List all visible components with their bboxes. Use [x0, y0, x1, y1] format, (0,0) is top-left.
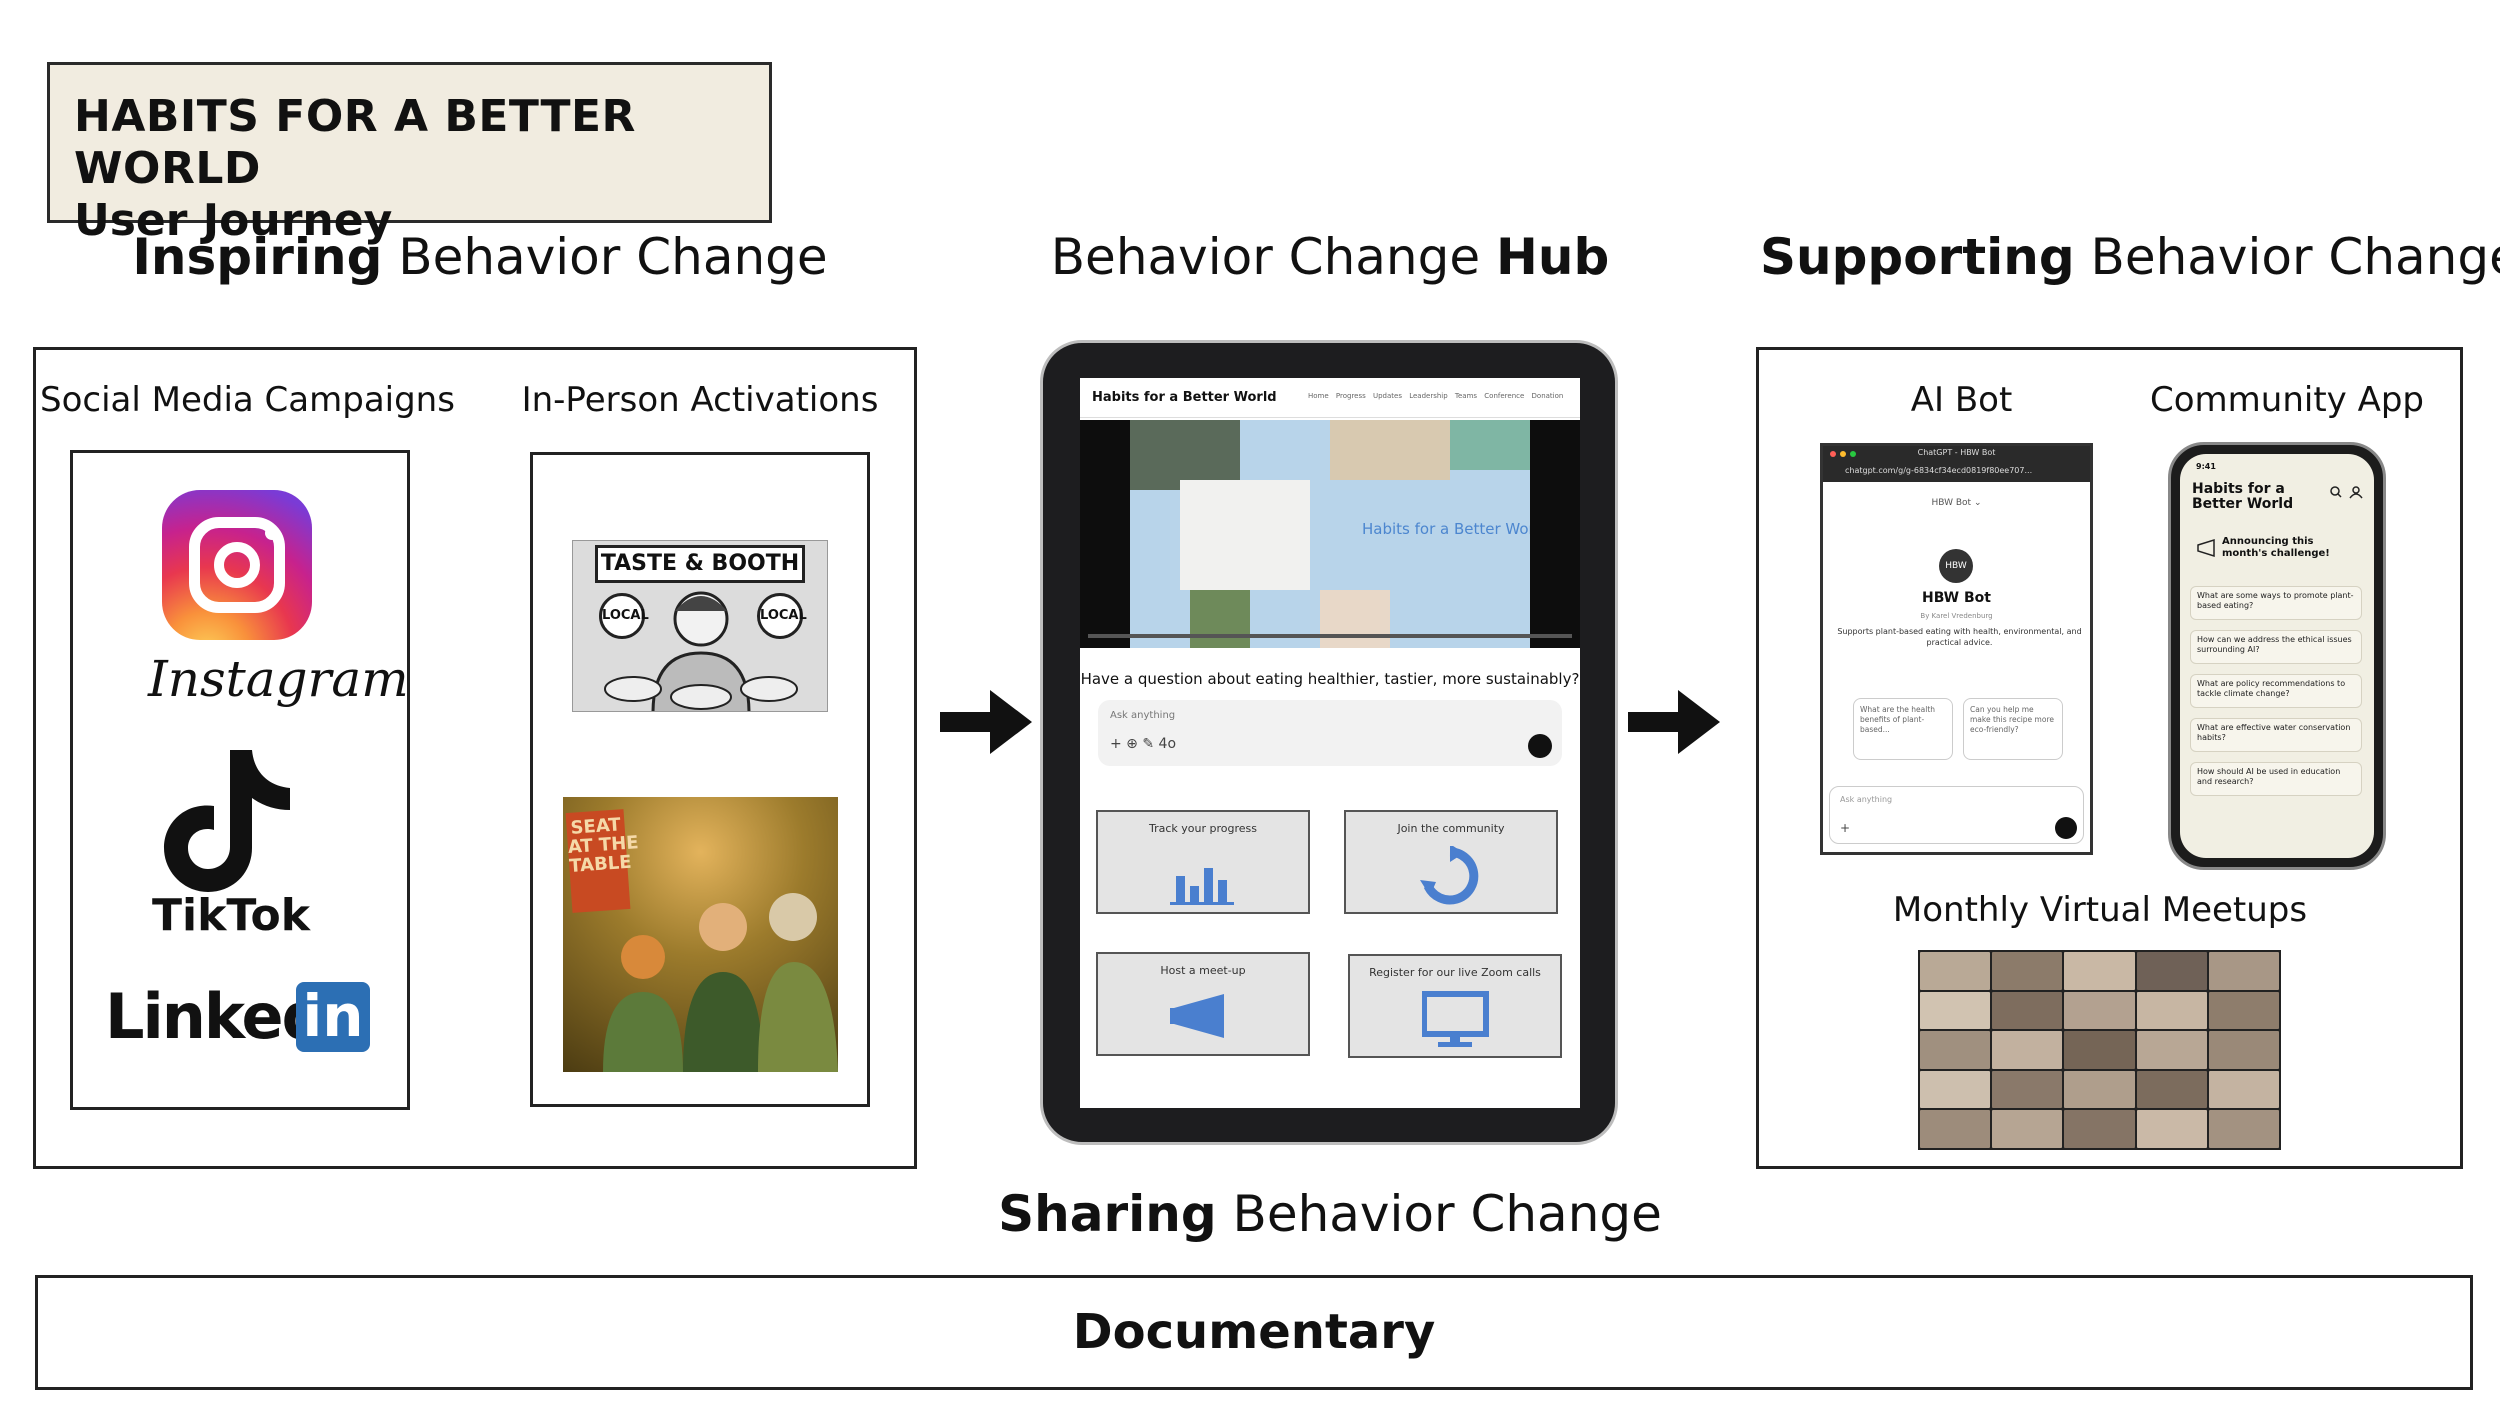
hub-heading: Behavior Change Hub — [1050, 228, 1610, 286]
hub-site-nav[interactable]: Home Progress Updates Leadership Teams C… — [1308, 392, 1564, 400]
social-media-label: Social Media Campaigns — [40, 380, 455, 420]
window-controls-icon[interactable] — [1829, 450, 1859, 458]
community-question[interactable]: What are policy recommendations to tackl… — [2190, 674, 2362, 708]
video-frame: Habits for a Better World — [1130, 420, 1530, 648]
bot-window-titlebar: ChatGPT - HBW Bot chatgpt.com/g/g-6834cf… — [1823, 446, 2090, 482]
send-icon[interactable] — [2055, 817, 2077, 839]
bot-author: By Karel Vredenburg — [1920, 612, 1993, 620]
community-question[interactable]: What are some ways to promote plant-base… — [2190, 586, 2362, 620]
inspiring-heading: Inspiring Behavior Change — [132, 228, 828, 286]
community-question[interactable]: What are effective water conservation ha… — [2190, 718, 2362, 752]
bot-url-bar[interactable]: chatgpt.com/g/g-6834cf34ecd0819f80ee707.… — [1845, 466, 2033, 475]
community-app-screen: 9:41 Habits for a Better World Announcin… — [2180, 454, 2374, 858]
bot-name: HBW Bot — [1922, 590, 1991, 606]
tiktok-wordmark: TikTok — [152, 890, 311, 941]
community-question[interactable]: How should AI be used in education and r… — [2190, 762, 2362, 796]
bot-suggestion[interactable]: Can you help me make this recipe more ec… — [1963, 698, 2063, 760]
sharing-heading: Sharing Behavior Change — [998, 1185, 1662, 1243]
booth-person-icon — [604, 591, 798, 711]
community-app-label: Community App — [2150, 380, 2425, 420]
ai-bot-label: AI Bot — [1910, 380, 2013, 420]
phone-time: 9:41 — [2196, 462, 2216, 471]
ask-tools[interactable]: + ⊕ ✎ 4o — [1110, 736, 1177, 752]
megaphone-icon — [1170, 994, 1224, 1038]
app-title: Habits for a Better World — [2192, 481, 2294, 512]
linkedin-wordmark: Linked — [105, 980, 326, 1053]
tiktok-icon[interactable] — [160, 745, 294, 895]
taste-booth-illustration: TASTE & BOOTH LOCAL LOCAL — [572, 540, 828, 712]
hub-video-player[interactable]: Habits for a Better World — [1080, 420, 1580, 648]
send-icon[interactable] — [1528, 734, 1552, 758]
bot-description: Supports plant-based eating with health,… — [1837, 627, 2082, 647]
taste-booth-sign: TASTE & BOOTH — [595, 545, 805, 583]
hub-ask-input[interactable]: Ask anything + ⊕ ✎ 4o — [1098, 700, 1562, 766]
bot-header[interactable]: HBW Bot ⌄ — [1931, 498, 1982, 508]
hub-website-screen: Habits for a Better World Home Progress … — [1080, 378, 1580, 1108]
instagram-wordmark: Instagram — [148, 650, 409, 708]
bot-avatar: HBW — [1939, 549, 1973, 583]
local-sign-left: LOCAL — [599, 593, 649, 639]
meetups-label: Monthly Virtual Meetups — [1892, 890, 2308, 930]
megaphone-icon — [2197, 538, 2215, 558]
bar-chart-icon — [1170, 868, 1234, 905]
recycle-icon — [1420, 846, 1479, 905]
card-host-meetup[interactable]: Host a meet-up — [1096, 952, 1310, 1056]
title-box: HABITS FOR A BETTER WORLD User Journey — [47, 62, 772, 246]
search-icon[interactable] — [2330, 486, 2364, 500]
instagram-icon[interactable] — [162, 490, 312, 640]
bot-suggestion[interactable]: What are the health benefits of plant-ba… — [1853, 698, 1953, 760]
video-title-text: Habits for a Better World — [1362, 520, 1530, 538]
title-line-1: HABITS FOR A BETTER WORLD — [74, 91, 636, 194]
card-join-community[interactable]: Join the community — [1344, 810, 1558, 914]
documentary-banner: Documentary — [35, 1275, 2473, 1390]
ask-placeholder: Ask anything — [1110, 710, 1176, 721]
local-sign-right: LOCAL — [757, 593, 807, 639]
hub-site-header: Habits for a Better World Home Progress … — [1080, 378, 1580, 418]
plus-icon[interactable]: + — [1840, 821, 1851, 835]
seat-at-table-illustration: SEAT AT THE TABLE — [563, 797, 838, 1072]
crowd-people-icon — [603, 893, 838, 1072]
card-track-progress[interactable]: Track your progress — [1096, 810, 1310, 914]
arrow-right-icon — [940, 690, 1032, 754]
virtual-meetup-grid — [1918, 950, 2281, 1150]
announcement[interactable]: Announcing this month's challenge! — [2222, 536, 2330, 559]
hub-site-name[interactable]: Habits for a Better World — [1092, 390, 1277, 405]
supporting-heading: Supporting Behavior Change — [1760, 228, 2500, 286]
monitor-icon — [1422, 991, 1489, 1047]
hub-question: Have a question about eating healthier, … — [1080, 670, 1580, 688]
community-question[interactable]: How can we address the ethical issues su… — [2190, 630, 2362, 664]
bot-input-placeholder: Ask anything — [1840, 795, 1893, 804]
in-person-label: In-Person Activations — [521, 380, 879, 420]
ai-bot-screenshot: ChatGPT - HBW Bot chatgpt.com/g/g-6834cf… — [1820, 443, 2093, 855]
linkedin-icon[interactable]: in — [296, 982, 370, 1052]
bot-window-title: ChatGPT - HBW Bot — [1917, 448, 1996, 457]
arrow-right-icon — [1628, 690, 1720, 754]
title-line-2: User Journey — [74, 195, 393, 246]
bot-input[interactable]: Ask anything + — [1829, 786, 2084, 844]
card-register-zoom[interactable]: Register for our live Zoom calls — [1348, 954, 1562, 1058]
